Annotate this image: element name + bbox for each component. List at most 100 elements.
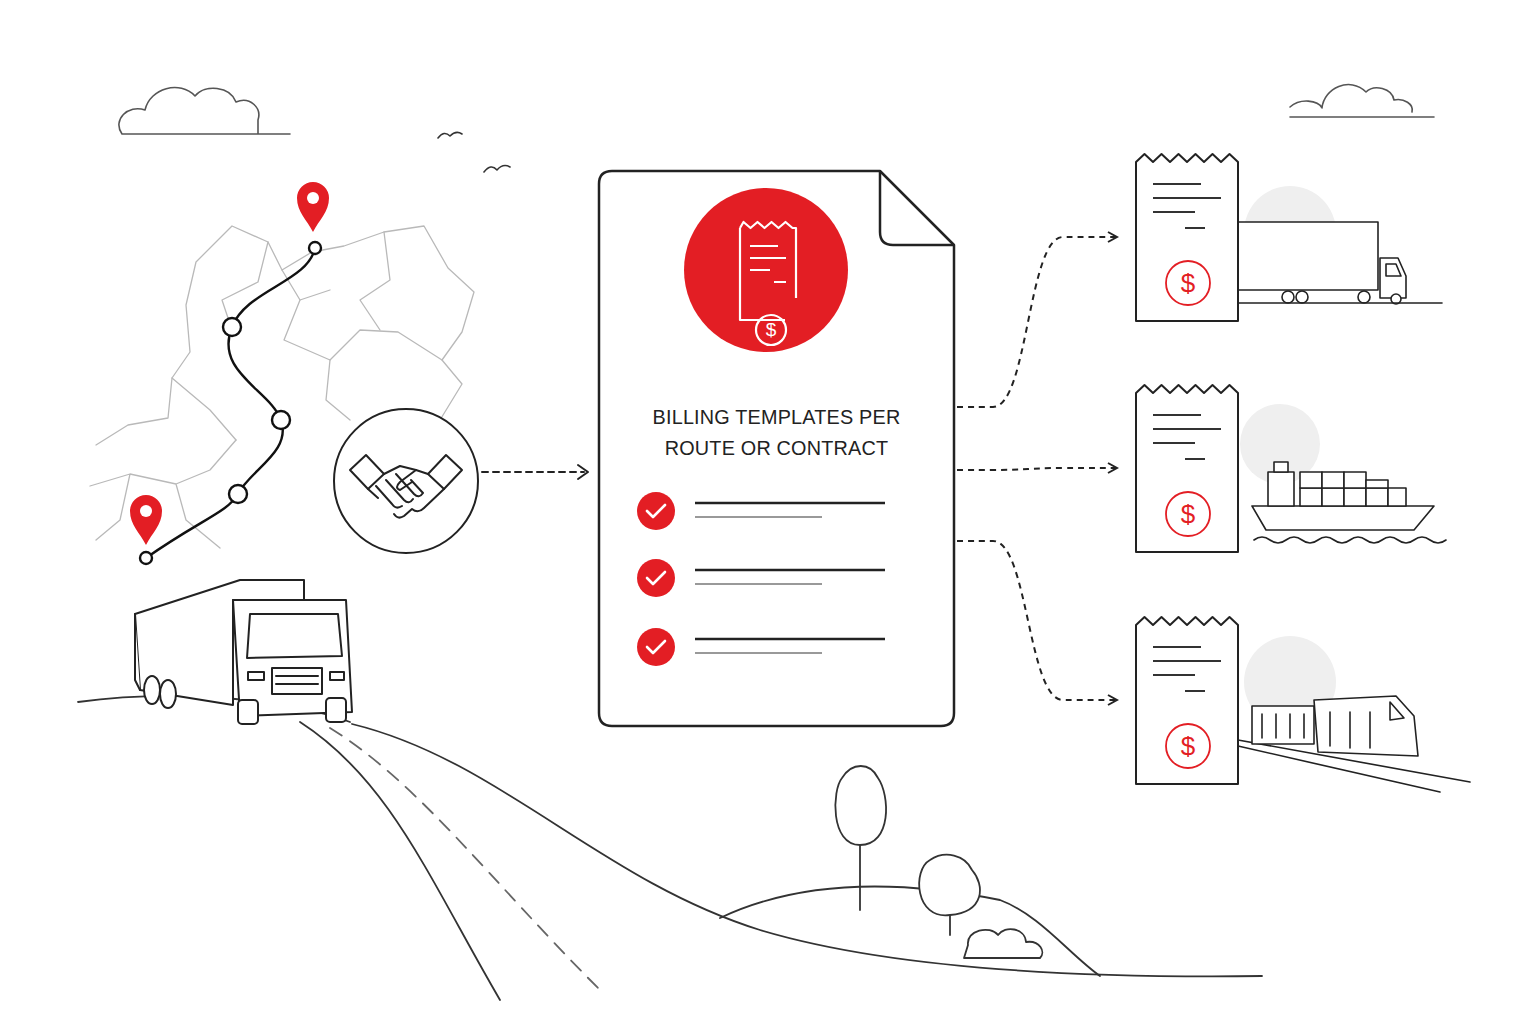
drawing-stroke bbox=[272, 411, 290, 429]
bird bbox=[438, 132, 510, 172]
drawing-stroke bbox=[238, 700, 258, 724]
drawing-stroke bbox=[307, 192, 319, 204]
drawing-stroke bbox=[1300, 472, 1322, 488]
currency-sign: $ bbox=[1181, 731, 1195, 761]
drawing-stroke bbox=[1296, 291, 1308, 303]
drawing-stroke bbox=[90, 440, 236, 548]
document-outline bbox=[599, 171, 954, 726]
text-holder: $ bbox=[1166, 499, 1210, 529]
drawing-stroke bbox=[919, 855, 980, 916]
drawing-stroke bbox=[160, 680, 176, 708]
receipt-outline bbox=[1136, 154, 1238, 321]
drawing-stroke bbox=[1344, 488, 1366, 506]
drawing-stroke bbox=[1300, 488, 1322, 506]
currency-sign: $ bbox=[1181, 268, 1195, 298]
drawing-stroke bbox=[144, 676, 160, 704]
drawing-stroke bbox=[1386, 264, 1401, 276]
dashed-connector bbox=[957, 541, 1117, 700]
drawing-stroke bbox=[78, 85, 1470, 1000]
drawing-stroke bbox=[223, 318, 241, 336]
drawing-stroke bbox=[1274, 462, 1288, 472]
drawing-stroke bbox=[428, 455, 462, 489]
drawing-stroke bbox=[484, 166, 510, 172]
invoice-receipt: $ bbox=[1135, 152, 1239, 322]
drawing-stroke bbox=[330, 728, 600, 990]
road bbox=[78, 696, 1262, 1000]
drawing-stroke bbox=[368, 474, 423, 508]
text-placeholder bbox=[695, 569, 885, 571]
drawing-stroke bbox=[438, 132, 462, 138]
drawing-stroke bbox=[326, 698, 346, 722]
drawing-stroke bbox=[1282, 291, 1294, 303]
drawing-stroke bbox=[1388, 488, 1406, 506]
arrowhead bbox=[578, 465, 588, 479]
map-pin bbox=[130, 182, 329, 545]
text-holder: BILLING TEMPLATES PER ROUTE OR CONTRACT bbox=[598, 402, 955, 464]
coin-circle bbox=[756, 315, 786, 345]
drawing-stroke bbox=[248, 672, 264, 680]
receipt-outline bbox=[1136, 385, 1238, 552]
check-dot bbox=[637, 628, 675, 666]
invoice-receipt: $ bbox=[1135, 383, 1239, 553]
text-holder: $ bbox=[1166, 731, 1210, 761]
handshake-icon bbox=[334, 409, 478, 553]
drawing-stroke bbox=[276, 676, 318, 684]
drawing-stroke bbox=[229, 485, 247, 503]
text-placeholder bbox=[695, 516, 822, 518]
currency-sign: $ bbox=[1181, 499, 1195, 529]
drawing-stroke bbox=[1236, 302, 1442, 304]
drawing-stroke bbox=[247, 614, 342, 658]
dashed-arrow bbox=[482, 471, 584, 473]
drawing-stroke bbox=[1344, 472, 1366, 488]
drawing-stroke bbox=[397, 470, 416, 490]
drawing-stroke bbox=[350, 455, 384, 489]
drawing-stroke bbox=[1380, 258, 1406, 298]
coin-circle bbox=[1166, 261, 1210, 305]
page-fold bbox=[880, 171, 954, 245]
truck bbox=[135, 580, 352, 724]
text-placeholder bbox=[695, 583, 822, 585]
text-placeholder bbox=[1153, 184, 1221, 228]
drawing-stroke bbox=[1254, 537, 1446, 543]
drawing-stroke bbox=[119, 88, 290, 134]
route bbox=[140, 242, 321, 564]
cloud bbox=[119, 85, 1434, 134]
drawing-stroke bbox=[309, 242, 321, 254]
drawing-stroke bbox=[272, 668, 322, 694]
check-mark bbox=[647, 641, 665, 653]
template-document: BILLING TEMPLATES PER ROUTE OR CONTRACT bbox=[598, 170, 955, 727]
dashed-connector bbox=[957, 237, 1117, 407]
drawing-stroke bbox=[352, 724, 1262, 976]
drawing-stroke bbox=[135, 614, 140, 690]
text-placeholder bbox=[695, 638, 885, 640]
drawing-stroke bbox=[1322, 488, 1344, 506]
drawing-stroke bbox=[330, 672, 344, 680]
check-mark bbox=[647, 505, 665, 517]
text-placeholder bbox=[695, 502, 885, 504]
coin-circle bbox=[1166, 724, 1210, 768]
check-mark bbox=[647, 572, 665, 584]
receipt-icon bbox=[740, 222, 796, 345]
document-title: BILLING TEMPLATES PER ROUTE OR CONTRACT bbox=[632, 402, 922, 464]
drawing-stroke bbox=[140, 552, 152, 564]
drawing-stroke bbox=[297, 182, 329, 232]
text-placeholder bbox=[1153, 415, 1221, 459]
receipt-outline bbox=[1136, 617, 1238, 784]
drawing-stroke bbox=[1366, 488, 1388, 506]
drawing-stroke bbox=[1290, 85, 1434, 117]
drawing-stroke bbox=[146, 248, 315, 558]
drawing-stroke bbox=[172, 290, 330, 440]
receipt-outline bbox=[740, 222, 796, 320]
dashed-connector bbox=[957, 468, 1117, 470]
text-holder: $ bbox=[1166, 268, 1210, 298]
train bbox=[1238, 696, 1470, 792]
drawing-stroke bbox=[1252, 506, 1434, 530]
check-dot bbox=[637, 492, 675, 530]
drawing-stroke bbox=[394, 489, 444, 518]
drawing-stroke bbox=[140, 505, 152, 517]
drawing-stroke bbox=[1322, 472, 1344, 488]
drawing-stroke bbox=[326, 232, 390, 420]
drawing-stroke bbox=[1366, 480, 1388, 488]
drawing-stroke bbox=[130, 495, 162, 545]
receipt-lines bbox=[750, 246, 786, 282]
